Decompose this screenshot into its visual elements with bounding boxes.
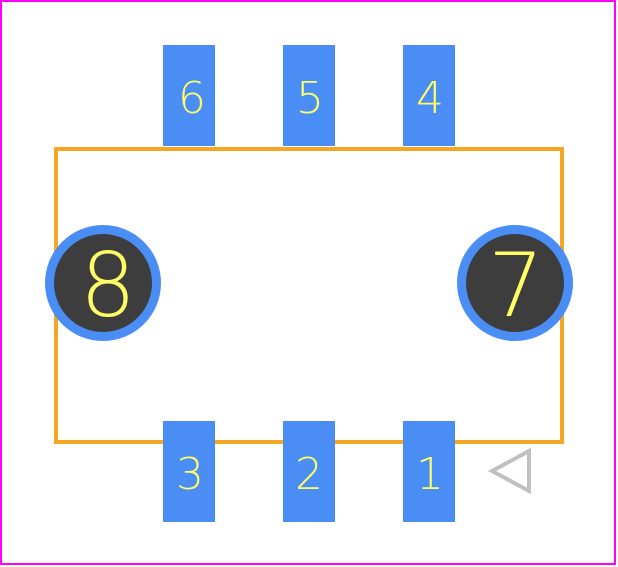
pad-2[interactable]: 2	[283, 421, 335, 522]
via-8[interactable]: 8	[45, 225, 161, 341]
via-8-core	[54, 234, 152, 332]
pad-4[interactable]: 4	[403, 45, 455, 146]
pad-4-label: 4	[416, 73, 444, 124]
via-7[interactable]: 7	[457, 225, 573, 341]
pad-2-shape	[283, 421, 335, 522]
pad-1-label: 1	[416, 449, 444, 500]
pad-2-label: 2	[295, 449, 323, 500]
pad-6-label: 6	[178, 73, 206, 124]
pad-6[interactable]: 6	[163, 45, 215, 146]
pad-5-label: 5	[296, 73, 324, 124]
pad-3-shape	[163, 421, 215, 522]
pad-3-label: 3	[176, 449, 204, 500]
via-7-label: 7	[488, 234, 544, 337]
pad-6-shape	[163, 45, 215, 146]
pad-5[interactable]: 5	[283, 45, 335, 146]
pad-3[interactable]: 3	[163, 421, 215, 522]
via-7-core	[466, 234, 564, 332]
pin1-triangle-icon	[487, 447, 531, 495]
pad-5-shape	[283, 45, 335, 146]
pad-1[interactable]: 1	[403, 421, 455, 522]
pad-4-shape	[403, 45, 455, 146]
pad-1-shape	[403, 421, 455, 522]
via-8-label: 8	[80, 234, 136, 337]
